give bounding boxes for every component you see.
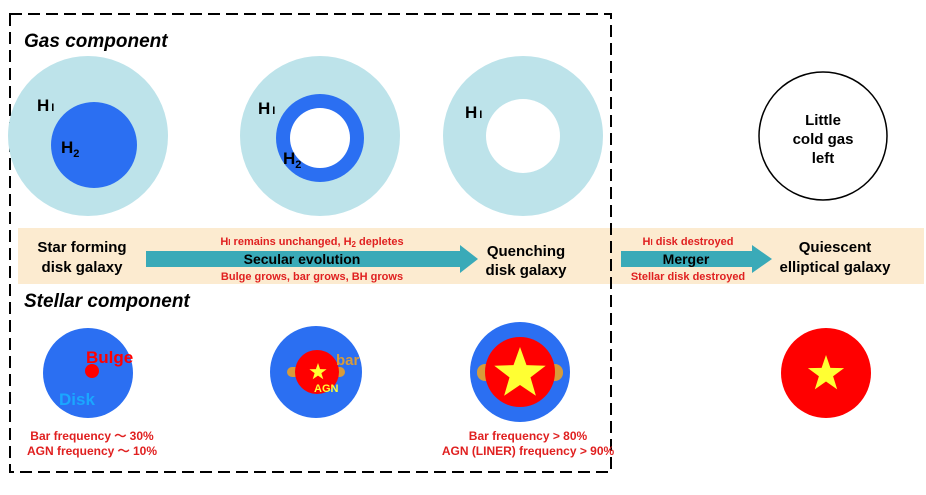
gas-component-heading: Gas component <box>24 31 168 52</box>
bulge-label: Bulge <box>86 348 133 367</box>
center-star <box>807 355 845 390</box>
h2-inner-disk <box>51 102 137 188</box>
agn-label: AGN <box>314 383 339 395</box>
merger-label: Merger <box>663 251 710 267</box>
secular-evolution-label: Secular evolution <box>244 251 361 267</box>
quiescent-label-line1: Quiescent <box>799 239 872 256</box>
merger-top-note: HI disk destroyed <box>643 236 734 248</box>
central-hole <box>486 99 560 173</box>
disk-galaxy-frame <box>9 13 612 473</box>
h2-label: H2 <box>283 149 301 171</box>
h2-label: H2 <box>61 138 79 160</box>
merger-bottom-note: Stellar disk destroyed <box>631 271 745 283</box>
agn-star <box>494 347 546 396</box>
quenching-label-line1: Quenching <box>487 243 565 260</box>
little-cold-gas-line1: Little <box>805 112 841 129</box>
quiescent-label-line2: elliptical galaxy <box>780 259 892 276</box>
agn-frequency-right: AGN (LINER) frequency > 90% <box>442 444 615 458</box>
agn-frequency-left: AGN frequency ～ 10% <box>27 444 157 458</box>
merger-arrow: Merger HI disk destroyed Stellar disk de… <box>621 236 772 283</box>
stellar-quenching <box>470 322 570 422</box>
stellar-secular: bar AGN <box>270 326 362 418</box>
star-forming-label-line2: disk galaxy <box>42 259 124 276</box>
little-cold-gas-line2: cold gas <box>793 131 854 148</box>
stellar-component-heading: Stellar component <box>24 291 190 312</box>
secular-bottom-note: Bulge grows, bar grows, BH grows <box>221 271 403 283</box>
secular-evolution-arrow: Secular evolution HI remains unchanged, … <box>146 236 478 283</box>
arrow-shape <box>621 245 772 273</box>
bar-frequency-right: Bar frequency > 80% <box>469 429 588 443</box>
empty-gas-outline <box>758 71 888 201</box>
stellar-star-forming: Bulge Disk <box>43 328 133 418</box>
secular-top-note: HI remains unchanged, H2 depletes <box>220 236 403 249</box>
bar-label: bar <box>336 352 360 369</box>
agn-star <box>309 363 327 380</box>
stellar-elliptical <box>781 328 871 418</box>
central-hole <box>290 108 350 168</box>
arrow-shape <box>146 245 478 273</box>
disk-label: Disk <box>59 390 95 409</box>
quenching-label-line2: disk galaxy <box>486 262 568 279</box>
bar-frequency-left: Bar frequency ～ 30% <box>30 429 154 443</box>
little-cold-gas-line3: left <box>812 150 835 167</box>
star-forming-label-line1: Star forming <box>37 239 126 256</box>
gas-elliptical: Little cold gas left <box>758 71 888 201</box>
bulge-dot <box>85 364 99 378</box>
